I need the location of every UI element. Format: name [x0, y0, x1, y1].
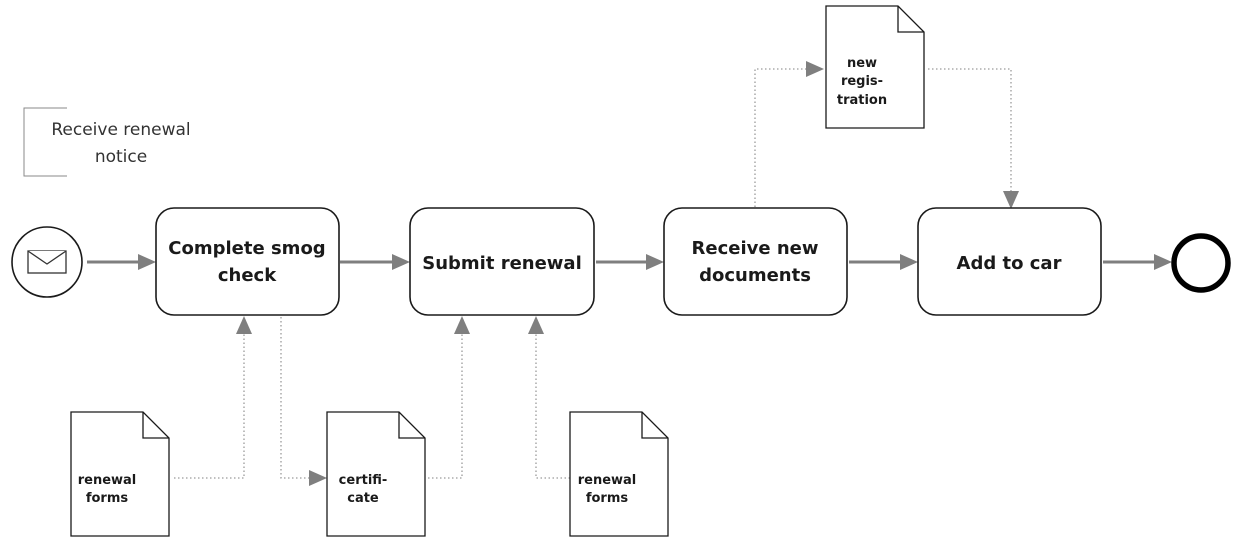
- document-label-line-2: regis-: [841, 74, 883, 89]
- task-complete-smog-check[interactable]: Complete smog check: [155, 207, 340, 316]
- document-label-line-1: renewal: [578, 473, 637, 488]
- association-receive-to-registration[interactable]: [754, 68, 808, 207]
- document-renewal-forms-1[interactable]: renewal forms: [70, 411, 170, 537]
- document-fold: [641, 412, 668, 439]
- document-fold: [398, 412, 425, 439]
- document-fold: [142, 412, 169, 439]
- document-label-line-2: forms: [86, 491, 129, 506]
- task-label-line-1: Submit renewal: [422, 253, 582, 274]
- document-certificate[interactable]: certifi- cate: [326, 411, 426, 537]
- document-fold: [897, 6, 924, 33]
- task-label-line-1: Complete smog: [168, 238, 325, 259]
- association-arrowhead: [236, 316, 252, 334]
- task-box: [155, 207, 340, 316]
- data-associations: [174, 61, 1019, 486]
- document-label-line-3: tration: [837, 93, 887, 108]
- annotation-line-1: Receive renewal: [51, 120, 190, 140]
- association-arrowhead: [309, 470, 327, 486]
- end-event[interactable]: [1171, 233, 1231, 293]
- task-label-line-2: check: [218, 265, 277, 286]
- document-label-line-2: cate: [347, 491, 379, 506]
- association-arrowhead: [806, 61, 824, 77]
- flow-arrowhead: [138, 254, 156, 270]
- document-label-line-1: certifi-: [339, 473, 388, 488]
- text-annotation[interactable]: Receive renewal notice: [23, 107, 191, 177]
- flow-arrowhead: [646, 254, 664, 270]
- annotation-line-2: notice: [95, 147, 147, 167]
- association-forms2-to-submit[interactable]: [535, 332, 570, 479]
- document-new-registration[interactable]: new regis- tration: [825, 5, 925, 129]
- task-label-line-1: Add to car: [957, 253, 1062, 274]
- flow-arrowhead: [1154, 254, 1172, 270]
- task-box: [663, 207, 848, 316]
- task-submit-renewal[interactable]: Submit renewal: [409, 207, 595, 316]
- document-shape: [326, 411, 426, 537]
- annotation-bracket: [23, 107, 67, 177]
- association-arrowhead: [1003, 191, 1019, 209]
- envelope-flap: [27, 250, 67, 265]
- document-label-line-1: renewal: [78, 473, 137, 488]
- association-forms1-to-smog[interactable]: [174, 332, 245, 479]
- document-shape: [569, 411, 669, 537]
- task-add-to-car[interactable]: Add to car: [917, 207, 1102, 316]
- document-shape: [825, 5, 925, 129]
- sequence-flows: [87, 254, 1172, 270]
- document-shape: [70, 411, 170, 537]
- flow-arrowhead: [900, 254, 918, 270]
- task-box: [917, 207, 1102, 316]
- task-label-line-1: Receive new: [692, 238, 819, 259]
- association-smog-to-certificate[interactable]: [280, 317, 312, 479]
- envelope-icon: [27, 250, 67, 274]
- association-registration-to-add[interactable]: [928, 68, 1012, 193]
- document-renewal-forms-2[interactable]: renewal forms: [569, 411, 669, 537]
- task-label-line-2: documents: [699, 265, 811, 286]
- document-label-line-2: forms: [586, 491, 629, 506]
- flow-arrowhead: [392, 254, 410, 270]
- task-box: [409, 207, 595, 316]
- task-receive-new-documents[interactable]: Receive new documents: [663, 207, 848, 316]
- association-certificate-to-submit[interactable]: [428, 332, 463, 479]
- association-arrowhead: [528, 316, 544, 334]
- association-arrowhead: [454, 316, 470, 334]
- start-message-event[interactable]: [11, 226, 83, 298]
- document-label-line-1: new: [847, 56, 877, 71]
